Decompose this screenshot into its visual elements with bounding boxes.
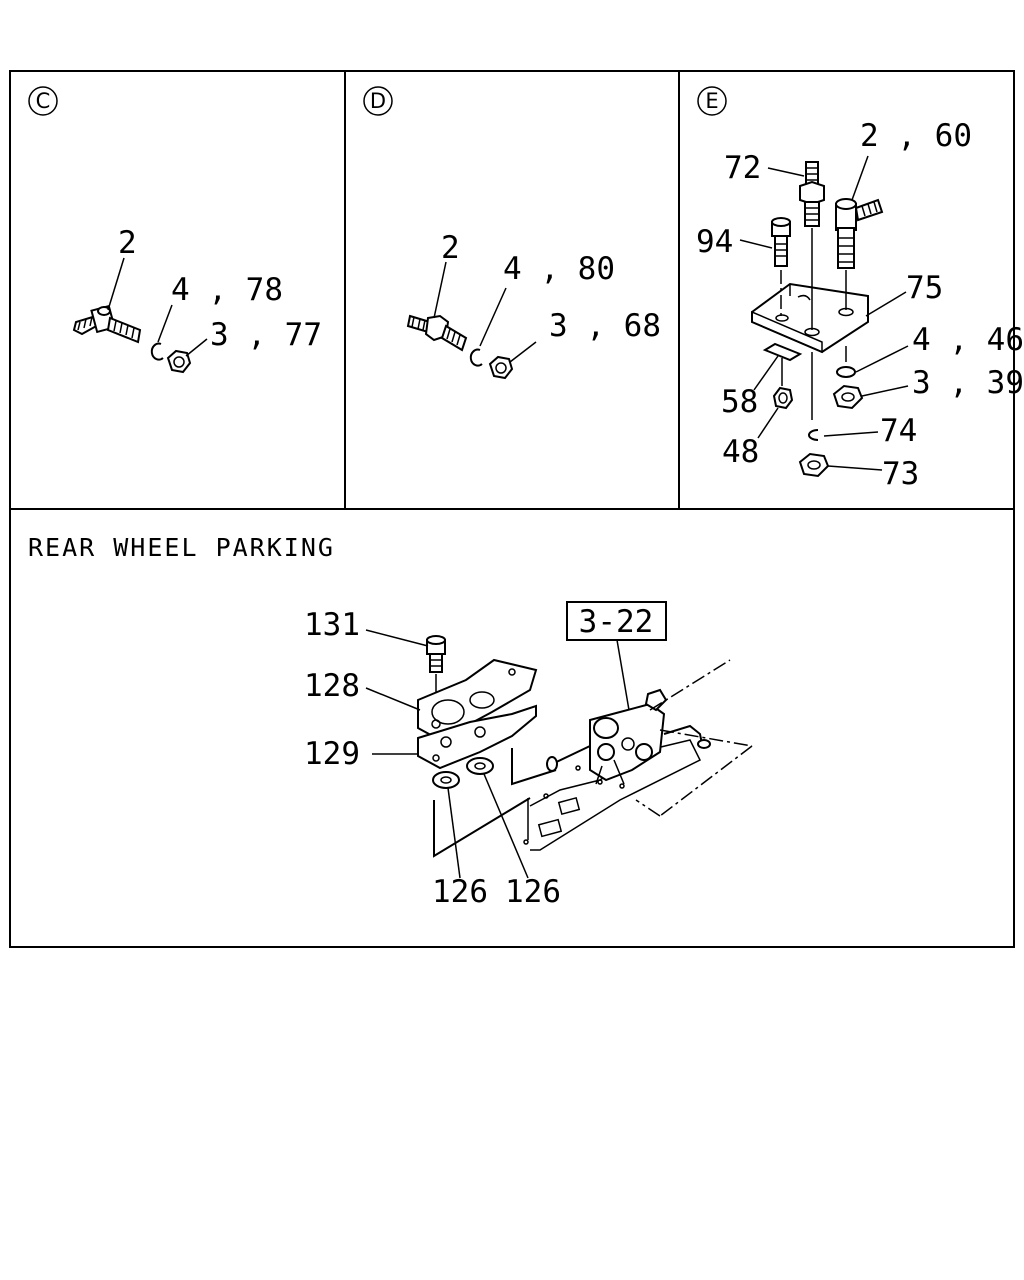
callout-d-4-80: 4 , 80 (503, 251, 615, 287)
snap-ring-illustration (808, 429, 819, 441)
callout-c-3-77: 3 , 77 (210, 317, 322, 353)
washer-illustration (466, 757, 494, 775)
panel-c: C 2 4 , 78 3 , 77 (28, 86, 322, 374)
callout-c-2: 2 (118, 225, 137, 261)
bracket-upper-illustration (417, 658, 538, 742)
callout-rear-128: 128 (304, 668, 360, 704)
panel-e-marker-circle (697, 86, 727, 116)
washer-illustration (836, 366, 856, 378)
callout-rear-129: 129 (304, 736, 360, 772)
washer-illustration (432, 771, 460, 789)
callout-rear-126-left: 126 (432, 874, 488, 910)
reference-box-frame (566, 601, 667, 641)
nut-illustration (832, 384, 864, 410)
reference-box-3-22: 3-22 (579, 604, 654, 640)
callout-rear-131: 131 (304, 607, 360, 643)
centerline-illustration (635, 659, 753, 817)
nut-illustration (488, 355, 514, 380)
bolt-illustration (426, 635, 446, 720)
spacer-plate-illustration (762, 342, 803, 362)
snap-ring-illustration (469, 348, 483, 367)
rear-wheel-parking-title: REAR WHEEL PARKING (28, 533, 335, 562)
bracket-plate-illustration (751, 282, 869, 354)
callout-rear-126-right: 126 (505, 874, 561, 910)
nut-illustration (166, 349, 192, 374)
callout-e-94: 94 (696, 224, 733, 260)
mounting-frame-illustration (433, 739, 702, 858)
callout-e-74: 74 (880, 413, 917, 449)
panel-e-marker: E (705, 89, 718, 113)
bolt-illustration (771, 217, 791, 316)
callout-e-3-39: 3 , 39 (912, 365, 1024, 401)
panel-c-marker-circle (28, 86, 58, 116)
snap-ring-illustration (150, 342, 164, 361)
panel-e: E (696, 86, 1024, 492)
callout-e-48: 48 (722, 434, 759, 470)
elbow-fitting-illustration (72, 304, 142, 344)
callout-e-2-60: 2 , 60 (860, 118, 972, 154)
panel-d: D 2 4 , 80 3 , 68 (363, 86, 661, 380)
elbow-fitting-illustration (835, 198, 884, 310)
valve-assembly-illustration (546, 688, 711, 789)
callout-c-4-78: 4 , 78 (171, 272, 283, 308)
callout-e-4-46: 4 , 46 (912, 322, 1024, 358)
straight-fitting-illustration (406, 314, 468, 352)
callout-d-3-68: 3 , 68 (549, 308, 661, 344)
panel-d-marker-circle (363, 86, 393, 116)
bracket-lower-illustration (417, 704, 537, 770)
panel-d-marker: D (370, 89, 386, 113)
callout-d-2: 2 (441, 230, 460, 266)
stud-illustration (799, 161, 825, 330)
panel-rear-wheel-parking: REAR WHEEL PARKING 3-22 (28, 533, 753, 910)
diagram-frame (9, 70, 1015, 948)
callout-e-58: 58 (721, 384, 758, 420)
callout-e-73: 73 (882, 456, 919, 492)
nut-illustration (798, 452, 830, 478)
panel-c-marker: C (36, 89, 51, 113)
callout-e-72: 72 (724, 150, 761, 186)
nut-illustration (772, 386, 794, 410)
callout-e-75: 75 (906, 270, 943, 306)
